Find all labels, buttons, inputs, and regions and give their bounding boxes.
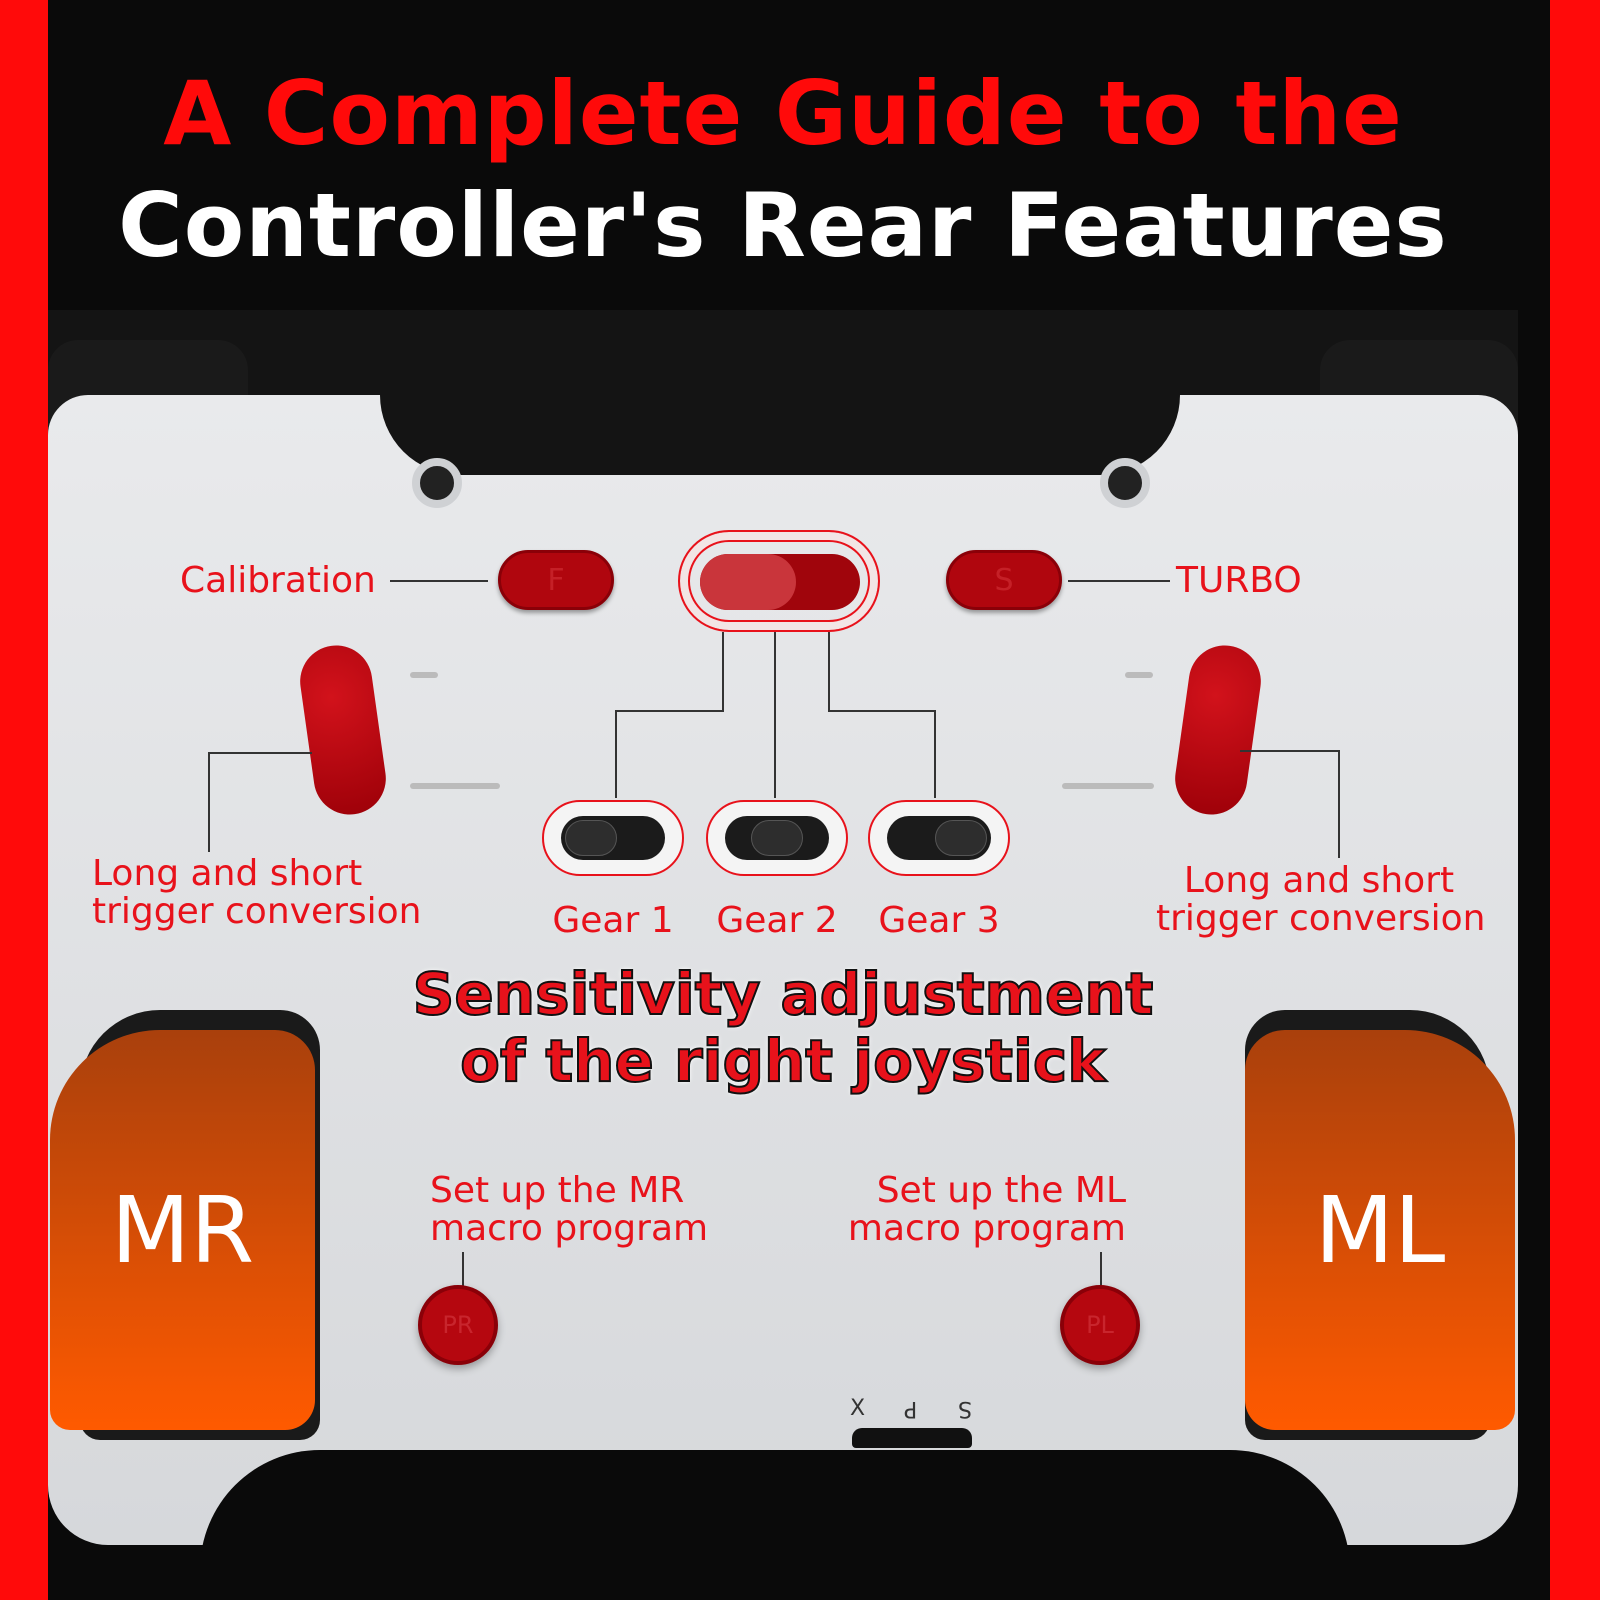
pr-leader [462, 1252, 464, 1286]
sensitivity-heading-2: of the right joystick [459, 1026, 1107, 1096]
gear-connector [828, 632, 830, 712]
turbo-leader [1068, 580, 1170, 582]
left-trigger-leader-h [208, 752, 312, 754]
gear-connector [615, 710, 724, 712]
ml-setup-label-1: Set up the ML [876, 1170, 1126, 1211]
gear-1-label: Gear 1 [552, 900, 674, 941]
mr-setup-label-1: Set up the MR [430, 1170, 685, 1211]
left-trigger-mark-long [410, 783, 500, 789]
right-trigger-mark-long [1062, 783, 1154, 789]
mode-p-label: P [904, 1396, 918, 1421]
pl-leader [1100, 1252, 1102, 1286]
pl-button[interactable]: PL [1060, 1285, 1140, 1365]
title-line-2: Controller's Rear Features [118, 174, 1448, 277]
gear-2-label: Gear 2 [716, 900, 838, 941]
right-trigger-leader-v [1338, 750, 1340, 858]
right-trigger-label-2: trigger conversion [1156, 898, 1486, 939]
calibration-f-button[interactable]: F [498, 550, 614, 610]
screw-hole-left [412, 458, 462, 508]
turbo-s-button[interactable]: S [946, 550, 1062, 610]
left-trigger-label-1: Long and short [92, 853, 363, 894]
right-trigger-label-1: Long and short [1183, 860, 1455, 901]
right-trigger-leader-h [1240, 750, 1340, 752]
gear-connector [828, 710, 936, 712]
ml-setup-label-2: macro program [847, 1208, 1126, 1249]
screw-hole-right [1100, 458, 1150, 508]
slider-knob[interactable] [700, 554, 796, 610]
gear-1-switch[interactable] [542, 800, 684, 876]
calibration-leader [390, 580, 488, 582]
sensitivity-heading-1: Sensitivity adjustment [412, 959, 1155, 1029]
title-line-1: A Complete Guide to the [163, 62, 1403, 165]
ml-paddle[interactable]: ML [1245, 1030, 1515, 1430]
mode-s-label: S [958, 1396, 972, 1421]
turbo-label: TURBO [1176, 560, 1302, 601]
right-red-border [1550, 0, 1600, 1600]
controller-notch [380, 395, 1180, 475]
left-trigger-label-2: trigger conversion [92, 891, 422, 932]
controller-bottom-cutout [200, 1450, 1350, 1600]
left-red-border [0, 0, 48, 1600]
gear-connector [934, 710, 936, 798]
right-trigger-mark-short [1125, 672, 1153, 678]
gear-connector [774, 632, 776, 798]
pr-button[interactable]: PR [418, 1285, 498, 1365]
gear-connector [615, 710, 617, 798]
mr-setup-label-2: macro program [430, 1208, 709, 1249]
calibration-label: Calibration [180, 560, 376, 601]
gear-3-switch[interactable] [868, 800, 1010, 876]
sensitivity-slider[interactable] [678, 530, 880, 632]
left-trigger-mark-short [410, 672, 438, 678]
gear-3-label: Gear 3 [878, 900, 1000, 941]
left-trigger-leader-v [208, 752, 210, 852]
mr-paddle[interactable]: MR [50, 1030, 315, 1430]
mode-switch[interactable] [852, 1428, 972, 1448]
gear-connector [722, 632, 724, 712]
mode-x-label: X [850, 1396, 866, 1421]
gear-2-switch[interactable] [706, 800, 848, 876]
